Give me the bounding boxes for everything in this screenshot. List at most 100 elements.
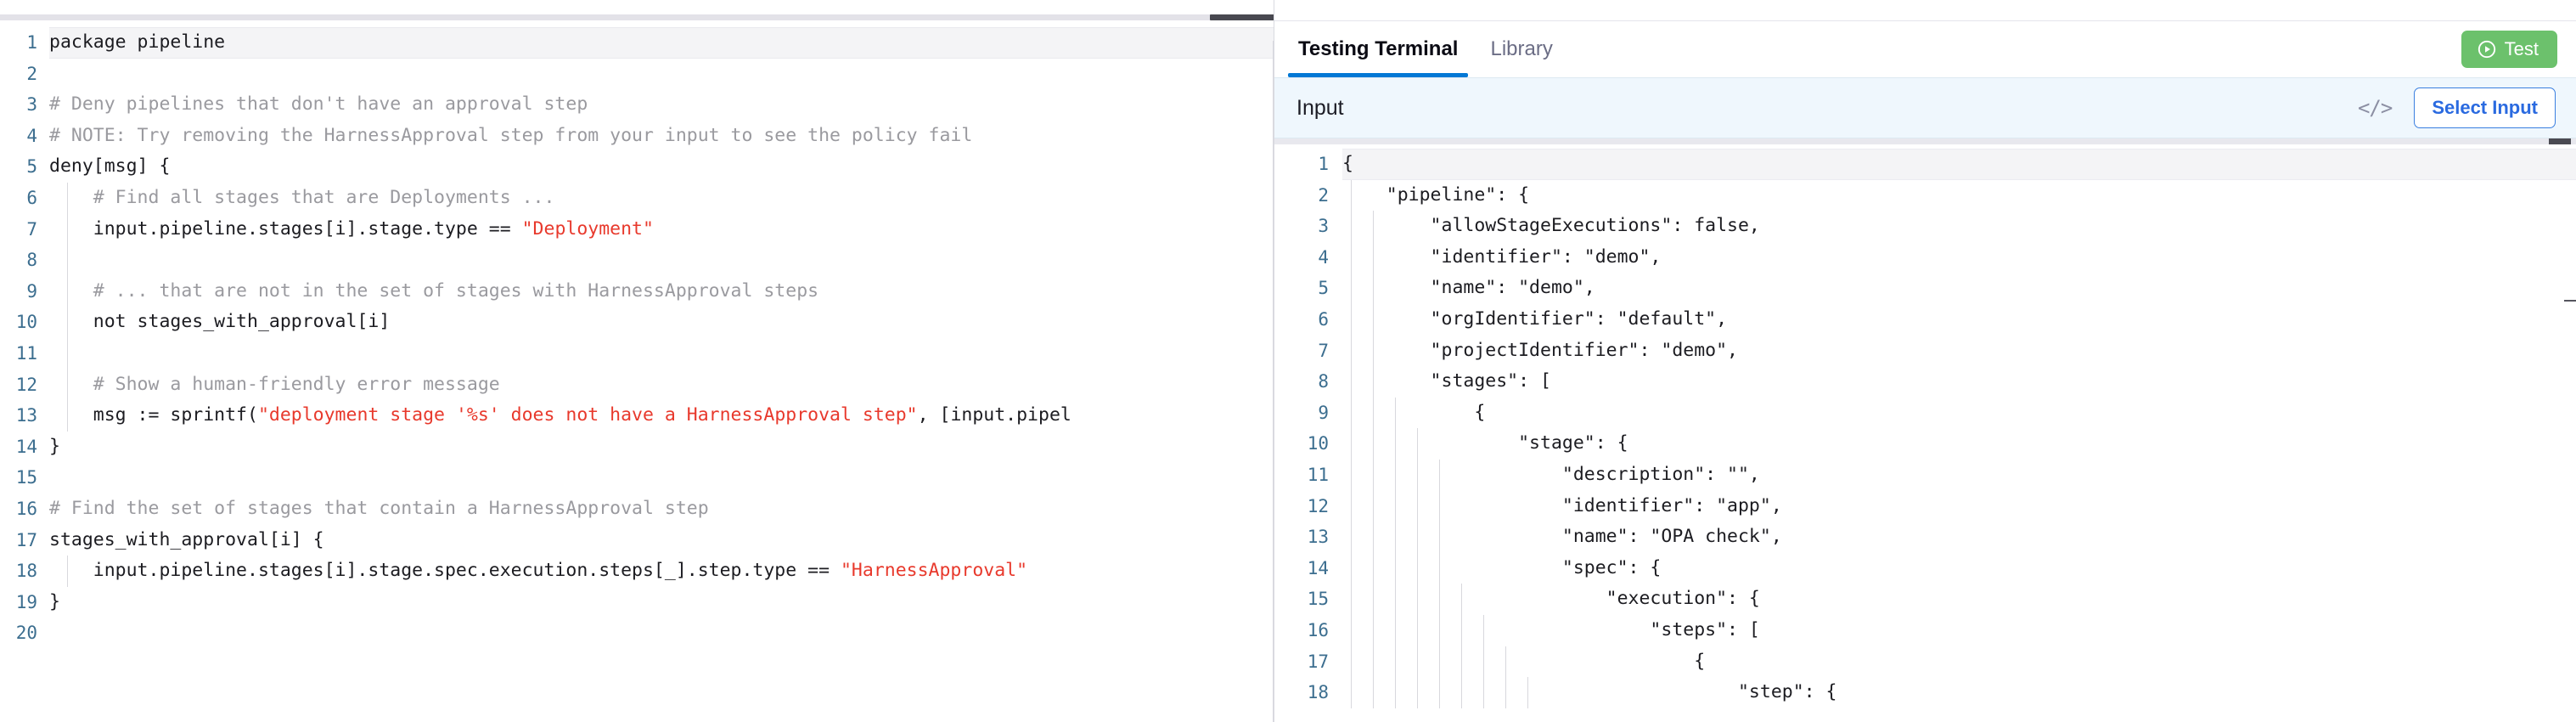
json-text: { (1342, 401, 1486, 423)
policy-code-line[interactable]: stages_with_approval[i] { (49, 525, 1274, 556)
code-token-plain: package pipeline (49, 31, 226, 53)
input-json-line[interactable]: { (1342, 149, 2576, 180)
policy-editor-code-area[interactable]: package pipeline # Deny pipelines that d… (49, 20, 1274, 722)
code-token-plain: } (49, 590, 60, 612)
policy-code-line[interactable]: } (49, 587, 1274, 618)
policy-code-line[interactable]: not stages_with_approval[i] (49, 307, 1274, 338)
policy-editor-hscrollbar-track[interactable] (0, 14, 1274, 20)
tabs-bar: Testing Terminal Library Test (1274, 21, 2576, 77)
policy-editor-hscrollbar-thumb[interactable] (1210, 14, 1274, 20)
input-json-line[interactable]: "description": "", (1342, 459, 2576, 491)
input-json-code-area[interactable]: { "pipeline": { "allowStageExecutions": … (1342, 138, 2576, 722)
indent-guide (67, 275, 68, 307)
tab-library[interactable]: Library (1485, 21, 1557, 77)
indent-guide (67, 337, 68, 369)
input-json-edge-marker (2564, 300, 2576, 302)
policy-code-line[interactable]: package pipeline (49, 27, 1274, 59)
policy-editor-vertical-scrollbar[interactable] (1266, 41, 1273, 722)
indent-guide (1395, 584, 1396, 615)
json-text: "orgIdentifier": "default", (1342, 307, 1728, 330)
json-text: "pipeline": { (1342, 183, 1530, 206)
policy-line-number: 3 (26, 94, 37, 116)
test-button[interactable]: Test (2461, 31, 2557, 68)
policy-code-line[interactable]: # ... that are not in the set of stages … (49, 275, 1274, 307)
input-json-line[interactable]: "steps": [ (1342, 614, 2576, 646)
input-json-line[interactable]: "identifier": "demo", (1342, 241, 2576, 274)
indent-guide (1417, 584, 1418, 615)
policy-code-line[interactable]: # NOTE: Try removing the HarnessApproval… (49, 121, 1274, 152)
input-section-header: Input </> Select Input (1274, 77, 2576, 138)
indent-guide (1373, 646, 1374, 678)
indent-guide (1373, 490, 1374, 522)
indent-guide (1373, 428, 1374, 460)
policy-code-line[interactable]: # Deny pipelines that don't have an appr… (49, 89, 1274, 121)
policy-code-line[interactable] (49, 337, 1274, 369)
input-json-line[interactable]: "stages": [ (1342, 366, 2576, 398)
policy-line-number: 11 (15, 342, 37, 364)
policy-code-line[interactable] (49, 462, 1274, 494)
input-json-line[interactable]: "step": { (1342, 677, 2576, 708)
policy-code-line[interactable]: # Find the set of stages that contain a … (49, 494, 1274, 525)
indent-guide (1461, 677, 1462, 708)
input-json-line[interactable]: "identifier": "app", (1342, 490, 2576, 522)
tab-testing-terminal[interactable]: Testing Terminal (1287, 21, 1469, 77)
input-json-line[interactable]: { (1342, 397, 2576, 429)
input-json-line[interactable]: "allowStageExecutions": false, (1342, 211, 2576, 242)
code-view-icon[interactable]: </> (2357, 96, 2393, 120)
policy-line-number: 4 (26, 125, 37, 146)
input-json-line[interactable]: "projectIdentifier": "demo", (1342, 335, 2576, 367)
indent-guide (1351, 273, 1352, 304)
input-json-line-number: 7 (1318, 340, 1329, 361)
pane-divider[interactable] (1273, 41, 1274, 722)
input-json-line[interactable]: { (1342, 646, 2576, 678)
json-text: "step": { (1342, 681, 1837, 703)
indent-guide (1373, 584, 1374, 615)
policy-line-number: 2 (26, 63, 37, 84)
indent-guide (1373, 614, 1374, 646)
json-text: "allowStageExecutions": false, (1342, 215, 1760, 237)
input-json-line-number: 1 (1318, 154, 1329, 174)
code-token-string: "HarnessApproval" (840, 560, 1028, 582)
policy-code-line[interactable] (49, 59, 1274, 90)
policy-code-line[interactable]: # Find all stages that are Deployments .… (49, 182, 1274, 214)
input-json-line[interactable]: "name": "demo", (1342, 273, 2576, 304)
policy-code-line[interactable] (49, 245, 1274, 276)
policy-code-line[interactable] (49, 618, 1274, 649)
input-json-line[interactable]: "spec": { (1342, 552, 2576, 584)
indent-guide (67, 369, 68, 401)
policy-code-line[interactable]: # Show a human-friendly error message (49, 369, 1274, 401)
policy-code-line[interactable]: msg := sprintf("deployment stage '%s' do… (49, 400, 1274, 432)
input-title: Input (1296, 95, 1344, 120)
input-json-line-number: 2 (1318, 184, 1329, 206)
json-text: "name": "demo", (1342, 277, 1595, 299)
input-json-line-number: 12 (1307, 495, 1329, 516)
input-json-line-number: 11 (1307, 464, 1329, 485)
input-json-line[interactable]: "execution": { (1342, 584, 2576, 615)
select-input-button[interactable]: Select Input (2414, 87, 2556, 128)
input-json-hscrollbar-track[interactable] (1274, 138, 2576, 144)
json-text: "stages": [ (1342, 370, 1551, 392)
input-json-line[interactable]: "pipeline": { (1342, 179, 2576, 212)
indent-guide (67, 556, 68, 587)
input-json-hscrollbar-thumb[interactable] (2549, 138, 2571, 144)
input-json-line-number: 18 (1307, 682, 1329, 703)
json-text: "identifier": "demo", (1342, 245, 1662, 268)
policy-code-line[interactable]: input.pipeline.stages[i].stage.type == "… (49, 213, 1274, 245)
code-token-string: "deployment stage '%s' does not have a H… (257, 404, 918, 426)
policy-code-line[interactable]: input.pipeline.stages[i].stage.spec.exec… (49, 556, 1274, 587)
indent-guide (1351, 366, 1352, 398)
json-text: "projectIdentifier": "demo", (1342, 339, 1738, 361)
input-json-line[interactable]: "orgIdentifier": "default", (1342, 303, 2576, 336)
test-button-label: Test (2504, 38, 2539, 59)
code-token-comment: # Deny pipelines that don't have an appr… (49, 93, 588, 116)
policy-code-line[interactable]: deny[msg] { (49, 151, 1274, 183)
policy-line-number: 15 (15, 467, 37, 488)
json-text: "execution": { (1342, 588, 1760, 610)
input-json-line[interactable]: "name": "OPA check", (1342, 522, 2576, 553)
indent-guide (1395, 646, 1396, 678)
policy-code-line[interactable]: } (49, 432, 1274, 463)
input-json-line-number: 6 (1318, 308, 1329, 330)
input-json-line[interactable]: "stage": { (1342, 428, 2576, 460)
